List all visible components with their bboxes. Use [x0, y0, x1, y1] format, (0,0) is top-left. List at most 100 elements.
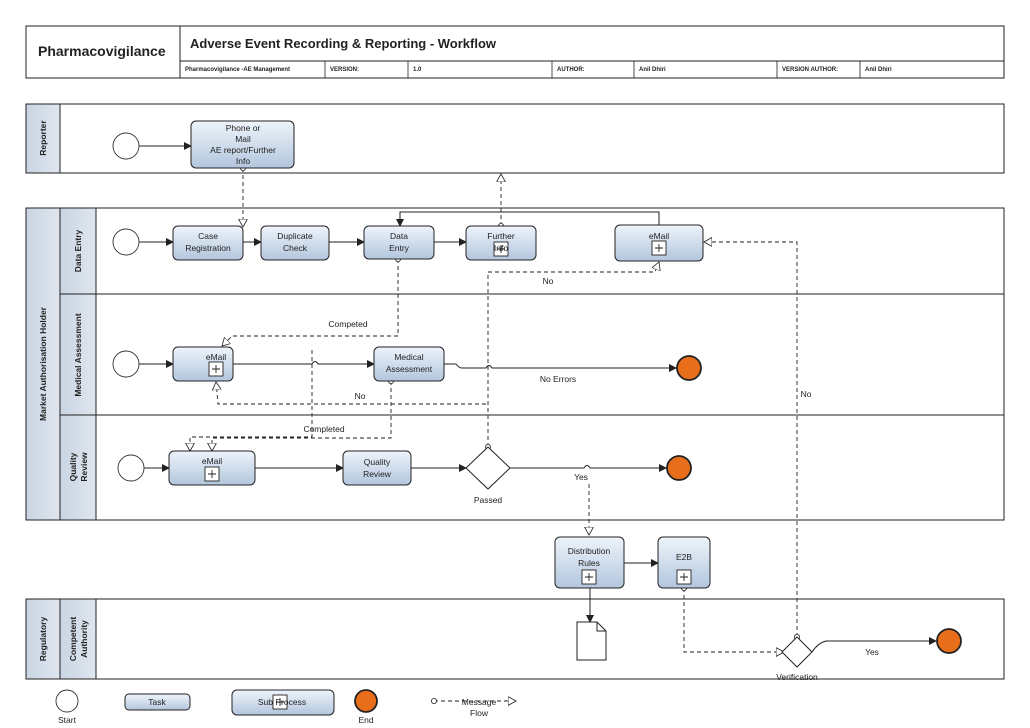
gateway-verification [781, 636, 813, 668]
node-label-distribution-1: Distribution [568, 546, 611, 556]
task-duplicate-check [260, 225, 330, 261]
subprocess-distribution-rules [554, 536, 625, 589]
node-label-dataentry-1: Data [390, 231, 408, 241]
pool-reporter: Reporter [25, 103, 1005, 174]
lane-label-quality-review-1: Quality [68, 452, 78, 481]
header-title: Pharmacovigilance [38, 43, 166, 59]
legend-message-label-2: Flow [470, 708, 489, 718]
msg-e2b-to-verification [684, 588, 784, 652]
flow-email-to-medical [233, 360, 375, 368]
start-event-reporter [112, 132, 140, 160]
pool-label-regulatory: Regulatory [38, 617, 48, 662]
legend-end-label: End [358, 715, 373, 725]
node-label-dataentry-2: Entry [389, 243, 410, 253]
legend-message-label-1: Message [462, 697, 497, 707]
flow-label-competed: Competed [328, 319, 367, 329]
message-flows [190, 168, 797, 652]
document-icon [576, 621, 607, 661]
msg-medical-to-email-qr [212, 381, 391, 451]
end-event-quality-review [666, 455, 692, 481]
flow-label-no-medical: No [355, 391, 366, 401]
lane-label-data-entry: Data Entry [73, 229, 83, 272]
plus-icon [676, 569, 692, 585]
flow-label-yes-verification: Yes [865, 647, 879, 657]
node-label-distribution-2: Rules [578, 558, 600, 568]
header-subtitle: Adverse Event Recording & Reporting - Wo… [190, 36, 497, 51]
header-block: Pharmacovigilance Adverse Event Recordin… [25, 25, 1005, 79]
node-label-phone-3: AE report/Further [210, 145, 276, 155]
node-label-email-qr: eMail [202, 456, 222, 466]
legend-start-label: Start [58, 715, 77, 725]
events [112, 132, 962, 654]
flow-label-yes-quality: Yes [574, 472, 588, 482]
flow-passed-to-end [510, 464, 667, 472]
node-label-verification: Verification [776, 672, 818, 682]
msg-verification-to-email-de [704, 242, 797, 637]
node-label-medical-2: Assessment [386, 364, 433, 374]
node-label-duplicate-2: Check [283, 243, 308, 253]
flow-label-completed: Completed [303, 424, 344, 434]
plus-icon [651, 240, 667, 256]
node-label-case-2: Registration [185, 243, 231, 253]
node-label-e2b: E2B [676, 552, 692, 562]
gateway-passed [465, 446, 511, 490]
node-label-phone-2: Mail [235, 134, 251, 144]
end-event-regulatory [936, 628, 962, 654]
msg-passed-to-email-de [488, 262, 659, 447]
plus-icon [581, 569, 597, 585]
flow-label-no-data-entry: No [543, 276, 554, 286]
lane-label-competent-authority-2: Authority [79, 620, 89, 658]
legend: Start Task Sub Process End Message Flow [55, 689, 516, 725]
start-event-data-entry [112, 228, 140, 256]
pool-label-reporter: Reporter [38, 120, 48, 156]
node-label-further-2: Info [494, 243, 508, 253]
subprocess-e2b [657, 536, 711, 589]
header-meta-version-author-value: Anil Dhiri [865, 67, 892, 73]
task-data-entry [363, 225, 435, 260]
node-label-email-ma: eMail [206, 352, 226, 362]
node-label-email-de: eMail [649, 231, 669, 241]
node-label-medical-1: Medical [394, 352, 423, 362]
lane-label-medical-assessment: Medical Assessment [73, 313, 83, 396]
task-labels: Phone or Mail AE report/Further Info Cas… [185, 123, 818, 682]
plus-icon [208, 361, 224, 377]
header-meta-version-value: 1.0 [413, 67, 422, 73]
flow-verification-to-end [811, 637, 937, 653]
legend-end-icon [354, 689, 378, 713]
pool-regulatory: Regulatory Competent Authority [25, 598, 1005, 680]
node-label-case-1: Case [198, 231, 218, 241]
header-meta-author-label: AUTHOR: [557, 67, 585, 73]
task-medical-assessment [373, 346, 445, 382]
header-meta-author-value: Anil Dhiri [639, 67, 666, 73]
tasks [168, 120, 711, 589]
node-label-passed: Passed [474, 495, 503, 505]
flow-labels: No Competed No Errors No Completed Yes N… [303, 276, 878, 657]
flow-label-no-right: No [801, 389, 812, 399]
flow-label-no-errors: No Errors [540, 374, 576, 384]
node-label-duplicate-1: Duplicate [277, 231, 313, 241]
flow-email-to-dataentry [396, 211, 660, 227]
end-event-medical-assessment [676, 355, 702, 381]
task-phone-or-mail [190, 120, 295, 169]
node-label-quality-2: Review [363, 469, 392, 479]
plus-icon [493, 241, 509, 257]
header-meta-project: Pharmacovigilance -AE Management [185, 67, 290, 73]
gateways [465, 446, 813, 668]
task-quality-review [342, 450, 412, 486]
node-label-further-1: Further [487, 231, 515, 241]
lane-label-competent-authority-1: Competent [68, 617, 78, 662]
node-label-phone-1: Phone or [226, 123, 261, 133]
lane-label-quality-review-2: Review [79, 452, 89, 482]
header-meta-version-author-label: VERSION AUTHOR: [782, 67, 838, 73]
legend-task-icon [124, 693, 191, 711]
plus-icon [204, 466, 220, 482]
node-label-phone-4: Info [236, 156, 250, 166]
start-event-quality-review [117, 454, 145, 482]
start-event-medical-assessment [112, 350, 140, 378]
task-case-registration [172, 225, 244, 261]
legend-start-icon [55, 689, 79, 713]
subprocess-markers [204, 240, 692, 585]
legend-task-label: Task [148, 697, 166, 707]
header-meta-version-label: VERSION: [330, 67, 359, 73]
